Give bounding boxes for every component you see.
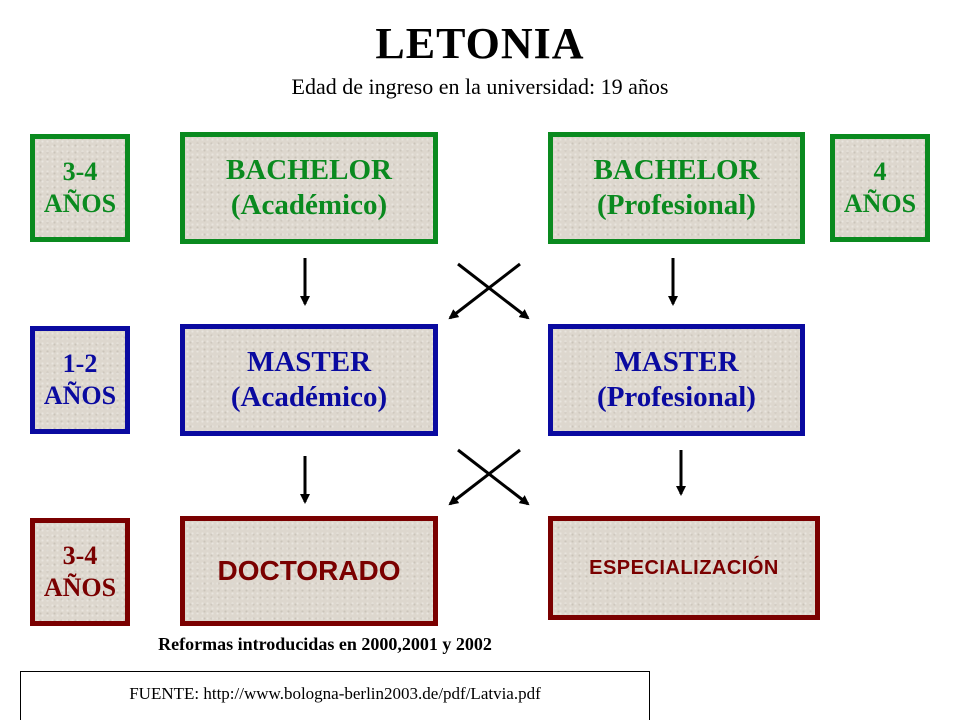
doctorado-box: DOCTORADO xyxy=(180,516,438,626)
master-duration-left-box: 1-2 AÑOS xyxy=(30,326,130,434)
degree-type: (Académico) xyxy=(230,189,388,221)
duration-value: 1-2 xyxy=(62,349,98,379)
bachelor-academic-box: BACHELOR (Académico) xyxy=(180,132,438,244)
degree-name: BACHELOR xyxy=(226,153,392,186)
degree-name: MASTER xyxy=(246,345,372,378)
bachelor-professional-box: BACHELOR (Profesional) xyxy=(548,132,805,244)
degree-name: MASTER xyxy=(614,345,739,378)
duration-unit: AÑOS xyxy=(843,189,917,218)
master-academic-box: MASTER (Académico) xyxy=(180,324,438,436)
duration-value: 4 xyxy=(873,157,887,187)
degree-type: (Profesional) xyxy=(597,189,756,221)
page-title: LETONIA xyxy=(375,19,585,68)
source-citation: FUENTE: http://www.bologna-berlin2003.de… xyxy=(20,671,650,720)
reforms-note: Reformas introducidas en 2000,2001 y 200… xyxy=(158,634,492,654)
degree-name: ESPECIALIZACIÓN xyxy=(589,556,779,579)
bachelor-duration-right-box: 4 AÑOS xyxy=(830,134,930,242)
arrow-cross-to-master-academic xyxy=(448,262,521,320)
arrow-cross-to-especializacion xyxy=(457,448,530,506)
bachelor-duration-left-box: 3-4 AÑOS xyxy=(30,134,130,242)
degree-name: DOCTORADO xyxy=(217,554,401,586)
degree-name: BACHELOR xyxy=(593,153,760,186)
arrow-cross-to-master-professional xyxy=(457,262,530,320)
master-professional-box: MASTER (Profesional) xyxy=(548,324,805,436)
page-subtitle: Edad de ingreso en la universidad: 19 añ… xyxy=(291,74,669,99)
doctorate-duration-left-box: 3-4 AÑOS xyxy=(30,518,130,626)
duration-value: 3-4 xyxy=(62,157,98,187)
especializacion-box: ESPECIALIZACIÓN xyxy=(548,516,820,620)
duration-unit: AÑOS xyxy=(43,573,117,602)
degree-type: (Profesional) xyxy=(597,381,756,413)
degree-type: (Académico) xyxy=(230,381,388,413)
duration-unit: AÑOS xyxy=(43,381,117,410)
duration-value: 3-4 xyxy=(62,541,98,571)
arrow-cross-to-doctorado xyxy=(448,448,521,506)
duration-unit: AÑOS xyxy=(43,189,117,218)
